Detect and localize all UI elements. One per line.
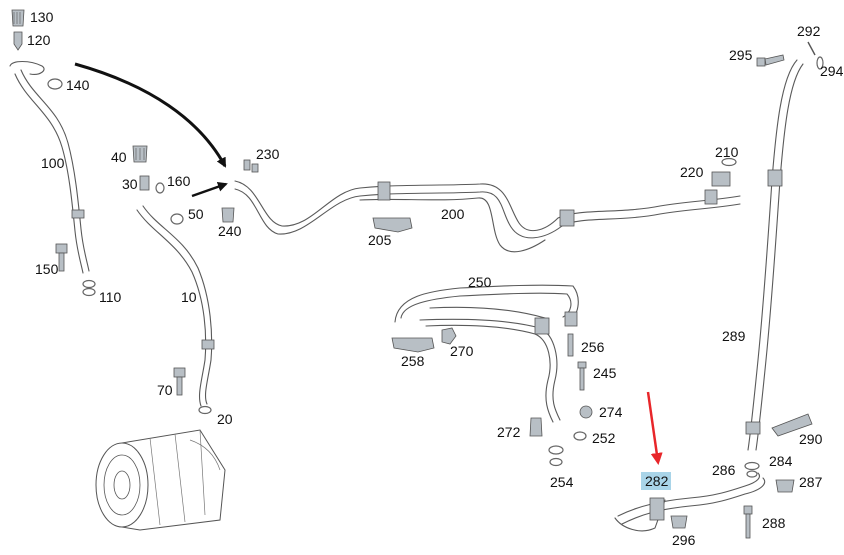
part-254-seal	[548, 445, 564, 467]
part-210-seal	[721, 157, 737, 167]
callout-258[interactable]: 258	[401, 353, 425, 369]
highlight-arrow-red	[646, 391, 663, 465]
part-160-seal	[155, 182, 165, 194]
part-294-seal	[816, 56, 824, 70]
callout-40[interactable]: 40	[111, 149, 127, 165]
hose-289	[745, 59, 804, 453]
callout-270[interactable]: 270	[450, 343, 474, 359]
callout-30[interactable]: 30	[122, 176, 138, 192]
hose-250	[394, 284, 579, 423]
callout-100[interactable]: 100	[41, 155, 65, 171]
hose-clip	[71, 209, 85, 219]
callout-10[interactable]: 10	[181, 289, 197, 305]
callout-296[interactable]: 296	[672, 532, 696, 548]
callout-295[interactable]: 295	[729, 47, 753, 63]
part-290-bracket	[771, 413, 813, 437]
callout-254[interactable]: 254	[550, 474, 574, 490]
ac-compressor	[95, 429, 226, 531]
callout-110[interactable]: 110	[99, 289, 122, 305]
callout-250[interactable]: 250	[468, 274, 492, 290]
part-296-cap	[670, 515, 688, 529]
callout-282[interactable]: 282	[645, 473, 669, 489]
hose-clip	[559, 209, 575, 227]
hose-clip	[649, 497, 665, 521]
hose-clip	[767, 169, 783, 187]
callout-205[interactable]: 205	[368, 232, 392, 248]
callout-200[interactable]: 200	[441, 206, 465, 222]
callout-130[interactable]: 130	[30, 9, 54, 25]
part-284-seal	[744, 461, 760, 471]
callout-240[interactable]: 240	[218, 223, 242, 239]
part-274-nut	[579, 405, 593, 419]
callout-290[interactable]: 290	[799, 431, 823, 447]
callout-120[interactable]: 120	[27, 32, 51, 48]
hose-clip	[377, 181, 391, 201]
callout-292[interactable]: 292	[797, 23, 821, 39]
callout-252[interactable]: 252	[592, 430, 616, 446]
callout-220[interactable]: 220	[680, 164, 704, 180]
part-70-bolt	[173, 367, 186, 396]
hose-200	[232, 180, 743, 253]
callout-210[interactable]: 210	[715, 144, 739, 160]
hose-clip	[704, 189, 718, 205]
part-110-seal	[82, 279, 96, 297]
part-20-seal	[198, 405, 212, 415]
callout-20[interactable]: 20	[217, 411, 233, 427]
part-272-cap	[529, 417, 543, 437]
part-258-bracket	[391, 337, 435, 353]
part-130-cap	[11, 9, 25, 27]
callout-284[interactable]: 284	[769, 453, 793, 469]
part-295-bolt	[756, 54, 785, 67]
callout-140[interactable]: 140	[66, 77, 90, 93]
part-245-bolt	[577, 361, 587, 391]
hose-clip	[745, 421, 761, 435]
callout-150[interactable]: 150	[35, 261, 59, 277]
guide-arrow-black-top	[74, 62, 227, 168]
guide-arrow-black-mid	[191, 181, 228, 198]
part-286-seal	[746, 470, 758, 478]
hose-282	[614, 472, 766, 532]
part-150-bolt	[55, 243, 68, 272]
callout-50[interactable]: 50	[188, 206, 204, 222]
callout-256[interactable]: 256	[581, 339, 605, 355]
hose-clip	[201, 339, 215, 350]
callout-287[interactable]: 287	[799, 474, 823, 490]
part-30-valve	[139, 175, 150, 191]
part-240-cap	[221, 207, 235, 223]
callout-286[interactable]: 286	[712, 462, 736, 478]
callout-272[interactable]: 272	[497, 424, 521, 440]
callout-294[interactable]: 294	[820, 63, 844, 79]
highlight-box-282	[641, 472, 671, 490]
callout-289[interactable]: 289	[722, 328, 746, 344]
callout-245[interactable]: 245	[593, 365, 617, 381]
part-252-seal	[573, 431, 587, 441]
part-256-valve	[567, 333, 574, 357]
callout-160[interactable]: 160	[167, 173, 191, 189]
part-120-valve	[13, 31, 23, 51]
part-292-pin	[807, 41, 816, 56]
callout-230[interactable]: 230	[256, 146, 280, 162]
callout-70[interactable]: 70	[157, 382, 173, 398]
hose-10	[136, 205, 215, 408]
callout-274[interactable]: 274	[599, 404, 623, 420]
hose-clip	[534, 317, 550, 335]
part-288-bolt	[743, 505, 753, 539]
part-287-cap	[775, 479, 795, 493]
part-40-cap	[132, 145, 148, 163]
part-270-nut	[441, 327, 457, 345]
hose-clip	[564, 311, 578, 327]
hose-100	[9, 60, 90, 275]
part-205-bracket	[372, 217, 413, 233]
part-230-valve	[243, 159, 259, 173]
callout-288[interactable]: 288	[762, 515, 786, 531]
part-140-seal	[47, 78, 63, 90]
part-50-seal	[170, 213, 184, 225]
part-220-fitting	[711, 171, 731, 187]
